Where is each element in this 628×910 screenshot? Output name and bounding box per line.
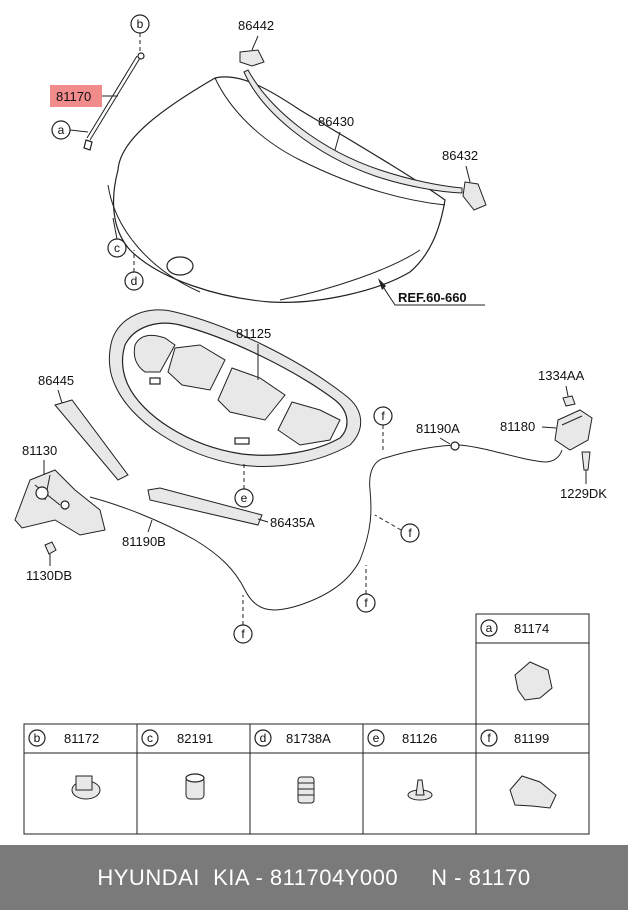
bumper-icon (185, 773, 205, 800)
hood-latch-assembly (14, 469, 106, 536)
handle-nut (562, 395, 576, 407)
svg-text:e: e (241, 491, 248, 505)
label-handle: 81180 (500, 419, 535, 434)
svg-text:a: a (486, 621, 493, 635)
hood-insulator-pad (108, 309, 362, 467)
svg-text:f: f (381, 409, 385, 423)
table-letter-d: d (260, 731, 267, 745)
callout-f-2 (400, 523, 420, 543)
svg-text:f: f (364, 596, 368, 610)
svg-text:b: b (137, 17, 144, 31)
table-part-81126: 81126 (402, 731, 437, 746)
push-clip-icon (407, 779, 433, 801)
hood-parts-diagram: 81170 b a c d 86442 86430 86432 REF.60-6… (14, 14, 607, 835)
label-seal-bottom: 86435A (270, 515, 315, 530)
highlight-box (50, 85, 102, 107)
parts-table: a 81174 b 81172 c 82191 d 81738A (23, 613, 590, 835)
svg-text:c: c (114, 241, 120, 255)
svg-text:f: f (408, 526, 412, 540)
label-seal-clip-right: 86432 (442, 148, 478, 163)
label-bolt-left: 1130DB (26, 568, 72, 583)
table-part-81172: 81172 (64, 731, 99, 746)
table-letter-b: b (34, 731, 41, 745)
cable-clip-icon (509, 775, 557, 809)
latch-bolt (44, 541, 57, 555)
table-letter-f: f (487, 731, 491, 745)
hood-seal-strip (243, 69, 463, 194)
bumper-screw-icon (297, 776, 315, 804)
table-part-81738A: 81738A (286, 731, 331, 746)
table-letter-c: c (147, 731, 153, 745)
footer-bar: HYUNDAI KIA - 811704Y000 N - 81170 (0, 845, 628, 910)
release-cable-b (89, 457, 386, 611)
label-screw: 1229DK (560, 486, 607, 501)
label-hood: 81170 (56, 89, 91, 104)
label-seal-left: 86445 (38, 373, 74, 388)
seal-clip-right (462, 181, 487, 211)
footer-part-number: HYUNDAI KIA - 811704Y000 N - 81170 (97, 864, 531, 890)
label-nut: 1334AA (538, 368, 585, 383)
table-part-81174: 81174 (514, 621, 549, 636)
svg-text:f: f (241, 627, 245, 641)
release-cable-a (384, 444, 563, 463)
release-handle (554, 409, 593, 451)
hood-stay-rod (83, 52, 145, 151)
table-part-81199: 81199 (514, 731, 549, 746)
grommet-icon (71, 775, 101, 800)
clip-81174-icon (514, 661, 553, 701)
label-cable-a: 81190A (416, 421, 460, 436)
ref-label: REF.60-660 (398, 290, 467, 305)
label-cable-b: 81190B (122, 534, 166, 549)
table-letter-e: e (373, 731, 380, 745)
svg-text:a: a (58, 123, 65, 137)
label-latch: 81130 (22, 443, 57, 458)
label-insulator: 81125 (236, 326, 271, 341)
hood-panel (107, 76, 446, 303)
label-seal-clip-top: 86442 (238, 18, 274, 33)
seal-left-strip (54, 399, 129, 481)
handle-screw (581, 451, 591, 471)
table-letter-a (480, 619, 498, 637)
svg-text:d: d (131, 274, 138, 288)
seal-clip-top (239, 49, 265, 67)
table-part-82191: 82191 (177, 731, 213, 746)
label-hood-seal: 86430 (318, 114, 354, 129)
